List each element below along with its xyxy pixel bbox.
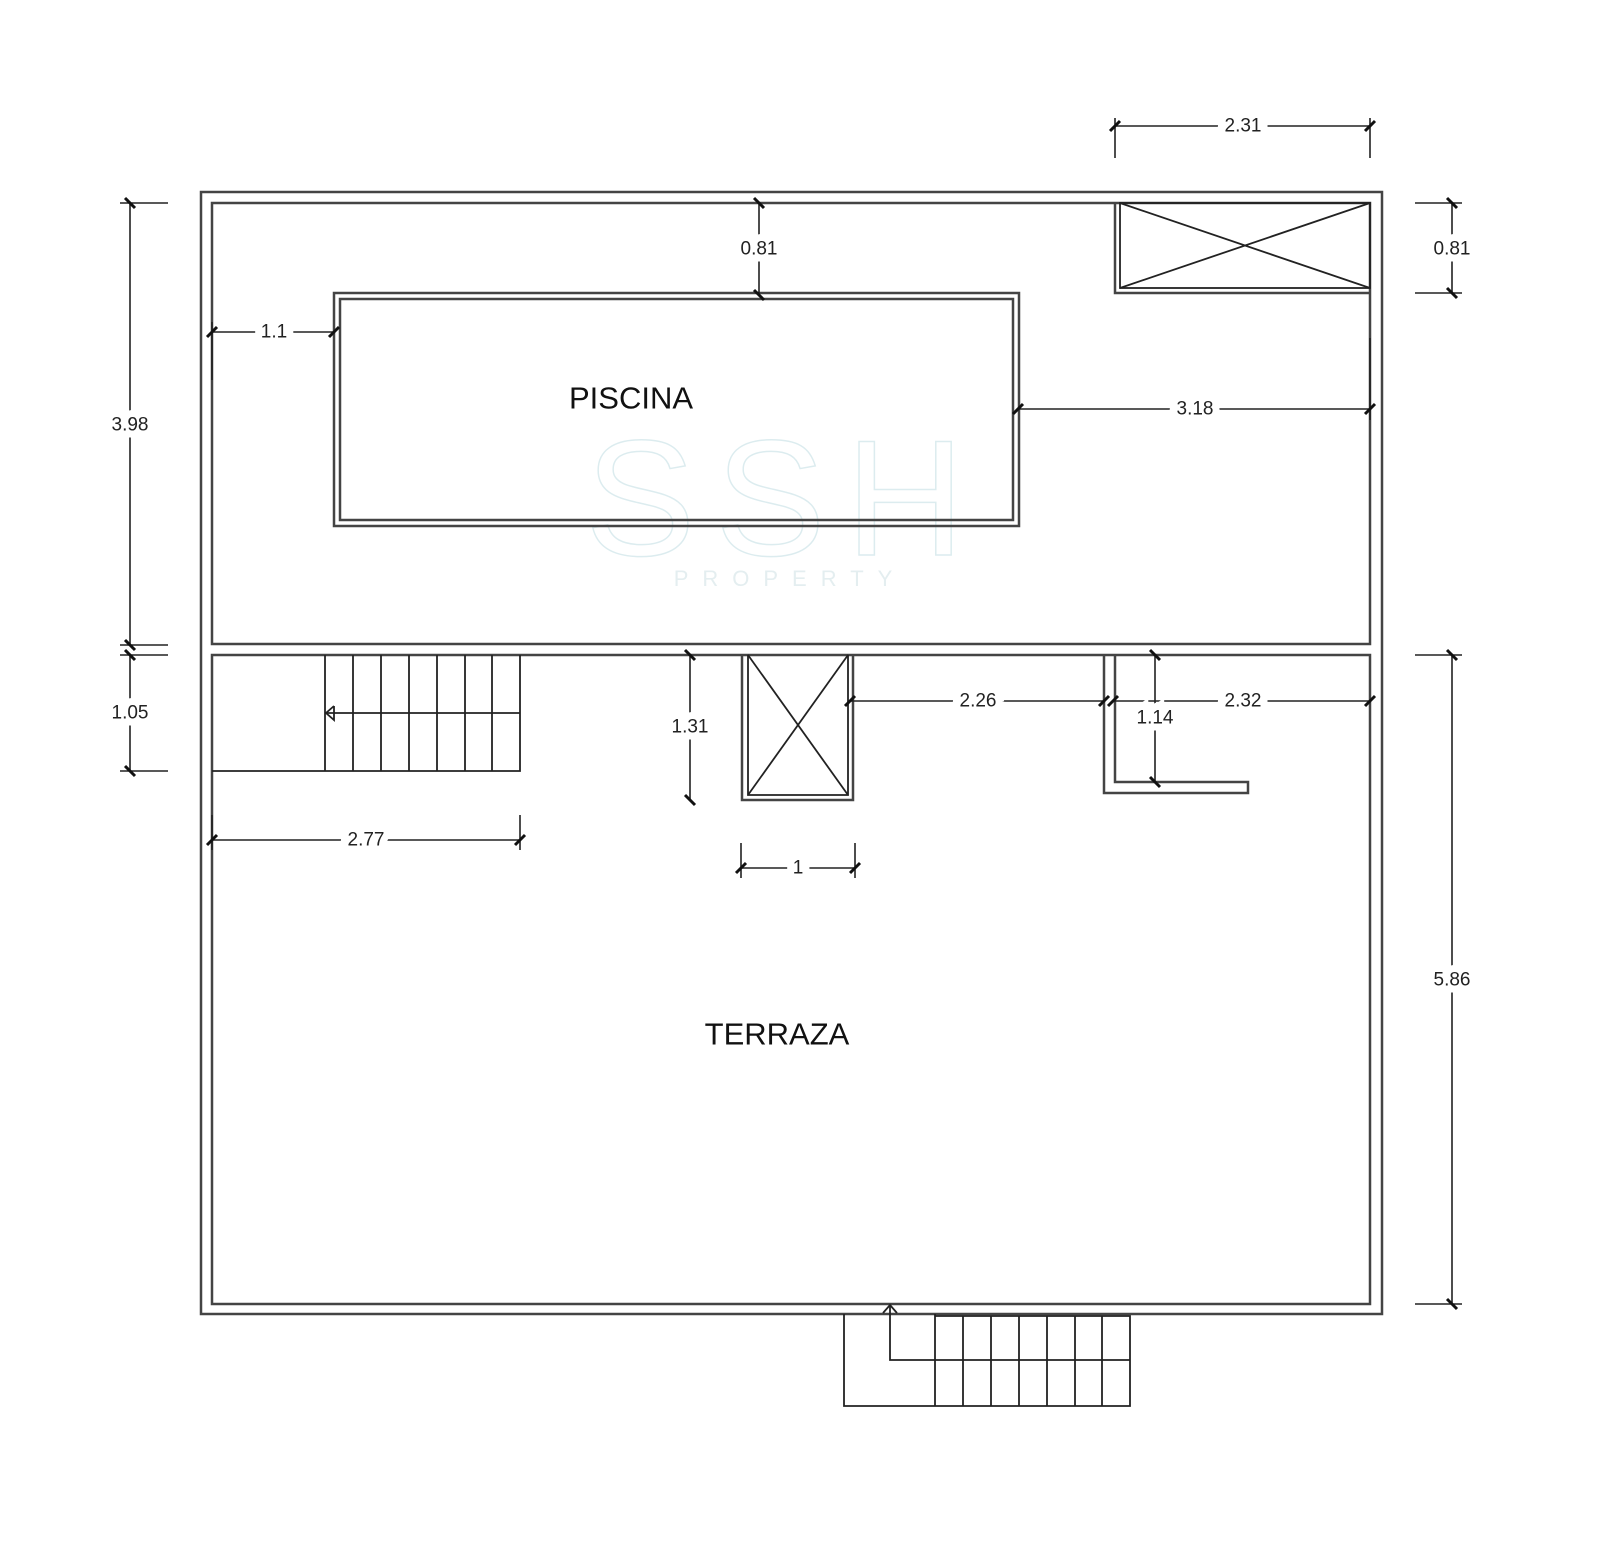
- partition-wall: [1102, 655, 1250, 795]
- watermark-subtext: PROPERTY: [674, 566, 907, 591]
- room-label-pool: PISCINA: [569, 381, 693, 416]
- dim-label-vent-to-wall: 2.26: [960, 691, 997, 712]
- staircase-bottom: [843, 1303, 1131, 1407]
- dim-label-pool-to-top-wall: 0.81: [741, 239, 778, 260]
- vent-top-right: [1113, 202, 1371, 295]
- dim-label-vent-width: 1: [793, 858, 804, 879]
- dim-label-stair-length: 2.77: [348, 830, 385, 851]
- vent-center: [740, 654, 855, 802]
- dim-label-vent-depth: 1.31: [672, 717, 709, 738]
- dim-label-right-wall-depth: 1.14: [1137, 708, 1174, 729]
- dim-label-upper-zone-height: 3.98: [112, 415, 149, 436]
- dim-label-terrace-height: 5.86: [1434, 970, 1471, 991]
- staircase-left: [212, 655, 521, 772]
- watermark-logo: SSH PROPERTY: [585, 405, 984, 591]
- stair-arrow-icon: [324, 705, 335, 722]
- outer-wall: [199, 190, 1384, 1316]
- upper-zone-wall: [210, 201, 1372, 646]
- dim-label-right-vent-depth: 0.81: [1434, 239, 1471, 260]
- room-label-terrace: TERRAZA: [705, 1017, 850, 1052]
- dim-label-pool-left-offset: 1.1: [261, 322, 287, 343]
- dim-label-pool-right-offset: 3.18: [1177, 399, 1214, 420]
- dim-label-top-right-width: 2.31: [1225, 116, 1262, 137]
- stair-arrow-icon: [882, 1303, 898, 1314]
- watermark-text: SSH: [585, 406, 984, 590]
- dimension-lines: [120, 118, 1462, 1311]
- dim-label-stair-width: 1.05: [112, 703, 149, 724]
- terrace-wall: [210, 653, 1372, 1306]
- dim-label-right-room-width: 2.32: [1225, 691, 1262, 712]
